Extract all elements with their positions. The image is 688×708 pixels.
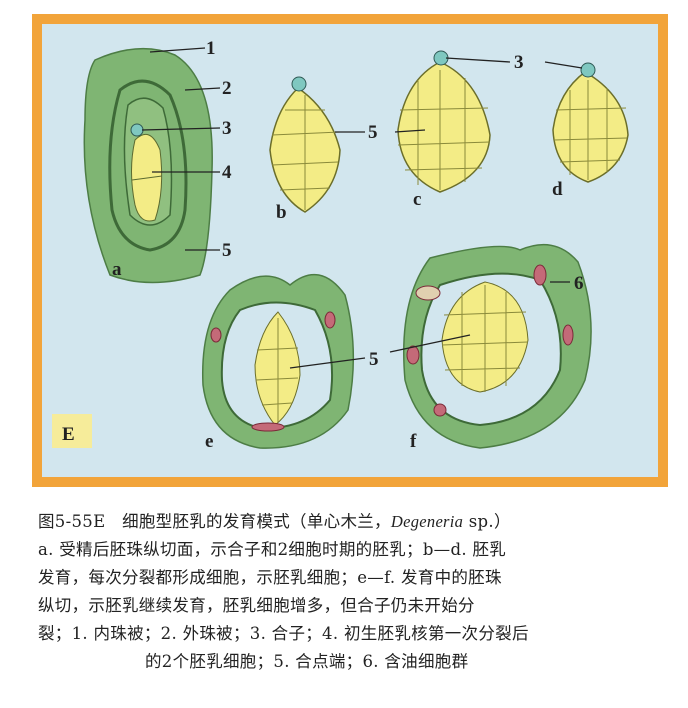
ovule-a [83, 47, 213, 284]
endosperm-b [269, 76, 341, 213]
caption-title-text: 细胞型胚乳的发育模式（单心木兰， [122, 512, 391, 531]
label-d: d [552, 179, 563, 200]
label-5: 5 [369, 349, 379, 370]
label-6: 6 [574, 273, 584, 294]
label-b: b [276, 202, 287, 223]
label-e: e [205, 431, 213, 452]
caption-line: 裂；1. 内珠被；2. 外珠被；3. 合子；4. 初生胚乳核第一次分裂后 [38, 624, 529, 643]
panel-letter-box [52, 414, 92, 448]
caption-line: 发育，每次分裂都形成细胞，示胚乳细胞；e—f. 发育中的胚珠 [38, 568, 502, 587]
panel-letter: E [62, 424, 75, 445]
caption-line: 纵切，示胚乳继续发育，胚乳细胞增多，但合子仍未开始分 [38, 596, 475, 615]
caption-species: Degeneria [390, 512, 464, 531]
label-3: 3 [514, 52, 524, 73]
label-c: c [413, 189, 421, 210]
label-5: 5 [368, 122, 378, 143]
label-f: f [410, 431, 417, 452]
label-5: 5 [222, 240, 232, 261]
figure-illustration: 1 2 3 4 5 a 5 b c 3 d 6 5 e f E [32, 14, 668, 487]
ovule-e [201, 273, 355, 449]
caption-line: a. 受精后胚珠纵切面，示合子和2细胞时期的胚乳；b—d. 胚乳 [38, 540, 507, 559]
endosperm-d [552, 62, 629, 183]
label-3: 3 [222, 118, 232, 139]
ovule-f [403, 243, 592, 449]
label-1: 1 [206, 38, 216, 59]
label-4: 4 [222, 162, 232, 183]
label-2: 2 [222, 78, 232, 99]
label-a: a [112, 259, 122, 280]
caption-line: 的2个胚乳细胞；5. 合点端；6. 含油细胞群 [145, 652, 469, 671]
caption-species-suffix: sp.） [463, 512, 511, 531]
caption-title: 图5-55E 细胞型胚乳的发育模式（单心木兰，Degeneria sp.） [38, 508, 511, 532]
leader-lines [141, 47, 583, 369]
caption-figure-number: 图5-55E [38, 512, 106, 531]
endosperm-c [397, 50, 491, 193]
